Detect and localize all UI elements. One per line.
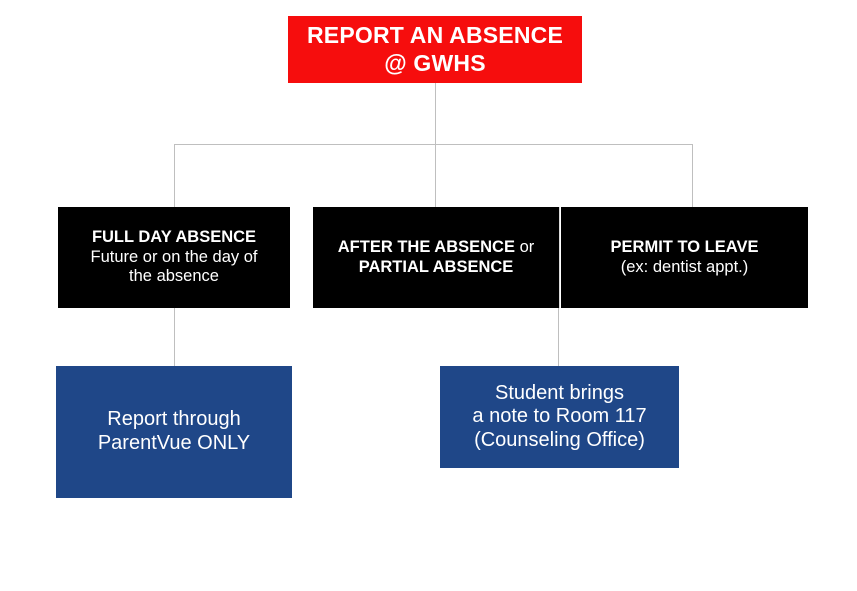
node-full-day-absence: FULL DAY ABSENCE Future or on the day of… bbox=[58, 207, 290, 308]
full-day-absence-line-2: Future or on the day of bbox=[90, 247, 258, 266]
node-after-or-partial-absence: AFTER THE ABSENCE or PARTIAL ABSENCE bbox=[313, 207, 559, 308]
connector-horizontal-bus bbox=[174, 144, 693, 145]
permit-to-leave-heading: PERMIT TO LEAVE bbox=[610, 238, 759, 257]
connector-drop-center bbox=[435, 144, 436, 207]
connector-root-stem bbox=[435, 83, 436, 145]
node-report-through-parentvue: Report through ParentVue ONLY bbox=[56, 366, 292, 498]
category-divider bbox=[559, 207, 560, 308]
note-line-3: (Counseling Office) bbox=[474, 428, 645, 451]
node-report-an-absence: REPORT AN ABSENCE @ GWHS bbox=[288, 16, 582, 83]
after-absence-heading-line: AFTER THE ABSENCE or bbox=[338, 238, 535, 257]
root-line-2: @ GWHS bbox=[384, 49, 486, 76]
after-absence-heading-suffix: or bbox=[514, 238, 535, 257]
full-day-absence-heading: FULL DAY ABSENCE bbox=[91, 228, 257, 247]
note-line-1: Student brings bbox=[495, 381, 624, 404]
connector-drop-left bbox=[174, 144, 175, 207]
full-day-absence-line-3: the absence bbox=[129, 267, 219, 286]
connector-full-day-to-parentvue bbox=[174, 308, 175, 366]
permit-to-leave-line-2: (ex: dentist appt.) bbox=[620, 257, 749, 276]
connector-partial-to-note bbox=[558, 308, 559, 366]
after-absence-heading: AFTER THE ABSENCE bbox=[337, 238, 515, 257]
partial-absence-line: PARTIAL ABSENCE bbox=[358, 257, 514, 276]
node-bring-note-to-room-117: Student brings a note to Room 117 (Couns… bbox=[440, 366, 679, 468]
node-permit-to-leave: PERMIT TO LEAVE (ex: dentist appt.) bbox=[561, 207, 808, 308]
connector-drop-right bbox=[692, 144, 693, 207]
parentvue-line-2: ParentVue ONLY bbox=[97, 432, 251, 454]
parentvue-line-1: Report through bbox=[107, 408, 241, 431]
note-line-2: a note to Room 117 bbox=[472, 405, 647, 428]
root-line-1: REPORT AN ABSENCE bbox=[307, 22, 563, 49]
